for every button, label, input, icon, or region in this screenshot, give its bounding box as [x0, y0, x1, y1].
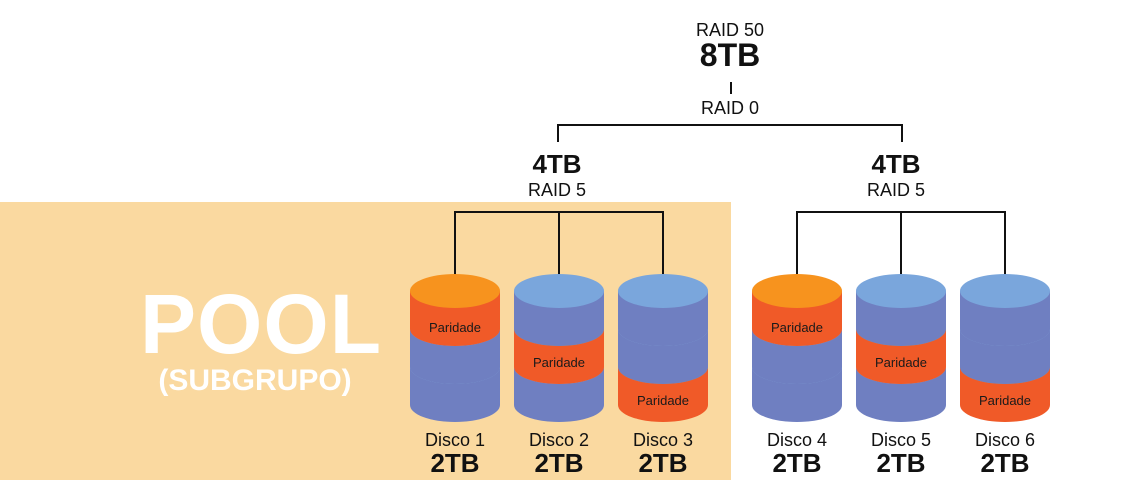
disk-3-segment-1-top [618, 274, 708, 308]
disk-3-size: 2TB [638, 448, 688, 478]
disk-2-name: Disco 2 [528, 430, 590, 450]
stripe-label: RAID 0 [700, 98, 760, 118]
group-2-raid-label: RAID 5 [866, 180, 926, 200]
disk-4-name: Disco 4 [766, 430, 828, 450]
connector-lines [454, 82, 1006, 290]
pool-subtitle: (SUBGRUPO) [158, 364, 352, 397]
disk-3-name: Disco 3 [632, 430, 694, 450]
disk-4-parity-label: Paridade [771, 320, 823, 335]
disk-2-stack: Paridade [514, 274, 604, 422]
disk-6-name: Disco 6 [974, 430, 1036, 450]
disk-5-parity-label: Paridade [875, 355, 927, 370]
group-2-capacity: 4TB [871, 149, 921, 179]
disk-5-segment-1-top [856, 274, 946, 308]
disk-stacks: ParidadeParidadeParidadeParidadeParidade… [410, 274, 1050, 422]
disk-1-size: 2TB [430, 448, 480, 478]
top-raid-label: RAID 50 [695, 20, 765, 40]
disk-2-parity-label: Paridade [533, 355, 585, 370]
disk-4-size: 2TB [772, 448, 822, 478]
group-1-raid-label: RAID 5 [527, 180, 587, 200]
disk-6-stack: Paridade [960, 274, 1050, 422]
disk-1-segment-1-top [410, 274, 500, 308]
raid0-bracket [557, 124, 903, 142]
disk-5-size: 2TB [876, 448, 926, 478]
disk-1-parity-label: Paridade [429, 320, 481, 335]
disk-2-segment-1-top [514, 274, 604, 308]
disk-1-stack: Paridade [410, 274, 500, 422]
disk-6-segment-1-top [960, 274, 1050, 308]
disk-6-size: 2TB [980, 448, 1030, 478]
disk-5-name: Disco 5 [870, 430, 932, 450]
disk-3-stack: Paridade [618, 274, 708, 422]
pool-title: POOL [140, 277, 383, 371]
disk-6-parity-label: Paridade [979, 393, 1031, 408]
disk-5-stack: Paridade [856, 274, 946, 422]
top-capacity: 8TB [699, 37, 761, 73]
disk-3-parity-label: Paridade [637, 393, 689, 408]
disk-2-size: 2TB [534, 448, 584, 478]
pool-highlight [0, 202, 731, 480]
disk-1-name: Disco 1 [424, 430, 486, 450]
disk-4-segment-1-top [752, 274, 842, 308]
group-1-capacity: 4TB [532, 149, 582, 179]
disk-4-stack: Paridade [752, 274, 842, 422]
